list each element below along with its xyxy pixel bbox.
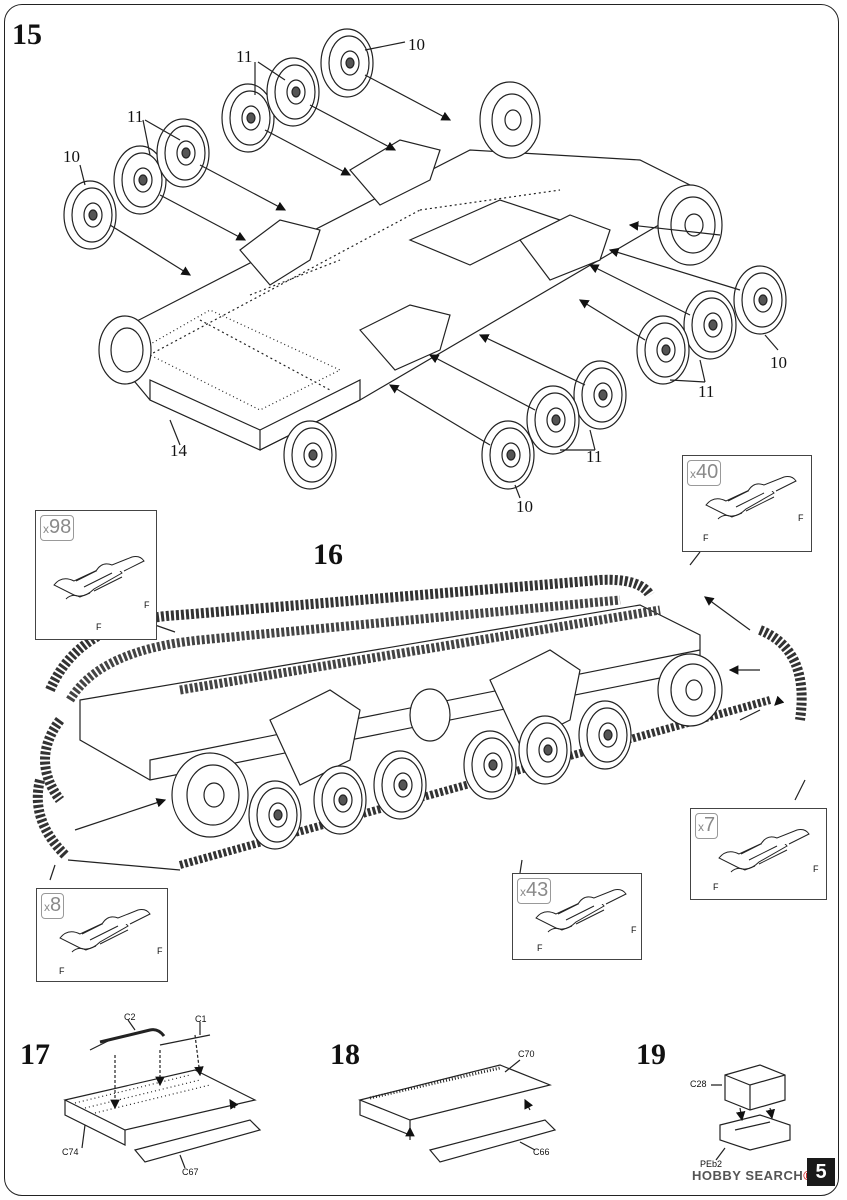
part-label: F — [96, 622, 102, 632]
callout-part: 10 — [770, 353, 787, 372]
part-label-c74: C74 — [62, 1147, 79, 1157]
part-label: F — [59, 966, 65, 976]
part-label-c66: C66 — [533, 1147, 550, 1157]
step-number-16: 16 — [313, 538, 343, 571]
part-label-peb2: PEb2 — [700, 1159, 723, 1169]
page-number: 5 — [807, 1158, 835, 1186]
quantity-badge: x40 — [687, 460, 722, 486]
track-link-illustration — [718, 828, 810, 873]
callout-part: 11 — [586, 447, 603, 466]
step-number-18: 18 — [330, 1038, 360, 1071]
step-number-15: 15 — [12, 18, 42, 51]
part-label: F — [537, 943, 543, 953]
part-label: F — [157, 946, 163, 956]
callout-part: 10 — [63, 147, 80, 166]
quantity-badge: x8 — [41, 893, 65, 919]
track-link-inset: x98 F F — [35, 510, 157, 640]
part-label: F — [703, 533, 709, 543]
callout-part: 11 — [236, 47, 253, 66]
track-link-inset: x8 F F — [36, 888, 168, 982]
step18-drawing — [358, 1059, 557, 1163]
track-link-illustration — [53, 555, 145, 600]
part-label-c70: C70 — [518, 1049, 535, 1059]
part-label-c28: C28 — [690, 1079, 707, 1089]
track-link-illustration — [535, 888, 627, 933]
page-frame — [4, 4, 839, 1196]
callout-part: 11 — [698, 382, 715, 401]
part-label: F — [798, 513, 804, 523]
track-link-inset: x7 F F — [690, 808, 827, 900]
step16-track-drawing — [32, 551, 807, 881]
quantity-badge: x7 — [695, 813, 719, 839]
part-label-c1: C1 — [195, 1014, 207, 1024]
callout-part: 10 — [408, 35, 425, 54]
step17-drawing — [63, 1019, 262, 1169]
step15-hull-drawing — [63, 28, 787, 499]
part-label-c2: C2 — [124, 1012, 136, 1022]
callout-part: 10 — [516, 497, 533, 516]
callout-part: 14 — [170, 441, 187, 460]
watermark: HOBBY SEARCH® — [692, 1168, 813, 1183]
part-label: F — [144, 600, 150, 610]
quantity-badge: x98 — [40, 515, 75, 541]
part-label-c67: C67 — [182, 1167, 199, 1177]
part-label: F — [813, 864, 819, 874]
part-label: F — [631, 925, 637, 935]
track-link-inset: x40 F F — [682, 455, 812, 552]
quantity-badge: x43 — [517, 878, 552, 904]
part-label: F — [713, 882, 719, 892]
step19-drawing — [711, 1064, 791, 1161]
track-link-illustration — [59, 908, 151, 953]
step-number-17: 17 — [20, 1038, 50, 1071]
step-number-19: 19 — [636, 1038, 666, 1071]
track-link-inset: x43 F F — [512, 873, 642, 960]
callout-part: 11 — [127, 107, 144, 126]
